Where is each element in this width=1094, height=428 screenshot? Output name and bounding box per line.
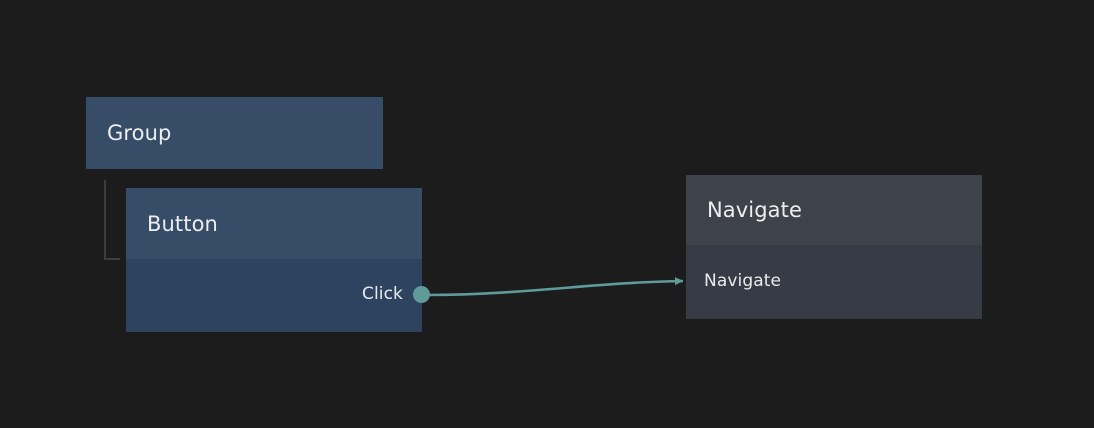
node-button-body: Click: [126, 259, 430, 332]
node-navigate[interactable]: Navigate Navigate: [686, 175, 982, 319]
port-row-click[interactable]: Click: [361, 284, 430, 304]
node-navigate-body: Navigate: [686, 245, 982, 319]
port-row-navigate[interactable]: Navigate: [686, 271, 781, 291]
group-child-branch-connector: [104, 180, 120, 260]
node-group-title: Group: [107, 121, 172, 145]
node-button[interactable]: Button Click: [126, 188, 430, 332]
node-navigate-title: Navigate: [707, 198, 802, 222]
node-group-header[interactable]: Group: [86, 97, 383, 169]
node-button-title: Button: [147, 211, 218, 236]
edge-click-to-navigate[interactable]: [428, 277, 684, 297]
port-label-navigate: Navigate: [704, 271, 782, 291]
node-group[interactable]: Group: [86, 97, 383, 169]
output-port-dot-icon[interactable]: [413, 285, 430, 303]
node-button-header[interactable]: Button: [126, 188, 422, 259]
node-navigate-header[interactable]: Navigate: [686, 175, 982, 245]
port-label-click: Click: [361, 284, 403, 304]
